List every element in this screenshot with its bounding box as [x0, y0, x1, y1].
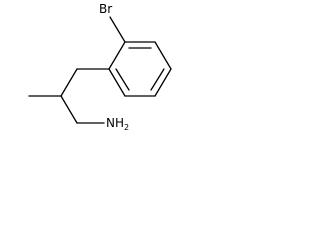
amine-label: NH2: [106, 116, 129, 132]
bromo-bond: [109, 16, 126, 43]
ch-to-ch2n-bond: [60, 95, 78, 124]
ring-double-bond-3: [115, 68, 130, 91]
ch2-to-ch-bond: [60, 68, 78, 97]
ring-bond-3: [154, 68, 172, 97]
benzene-ring: [108, 41, 172, 97]
ring-double-bond-2: [150, 68, 165, 91]
amine-label-subscript: 2: [124, 123, 129, 132]
ring-bond-2: [154, 41, 172, 70]
bromine-label: Br: [99, 2, 112, 16]
side-chain: [28, 68, 110, 124]
ring-bond-6: [108, 41, 126, 70]
amine-label-main: NH: [106, 116, 124, 130]
ring-bond-5: [108, 68, 126, 97]
chemical-structure-diagram: Br NH2: [28, 2, 172, 132]
